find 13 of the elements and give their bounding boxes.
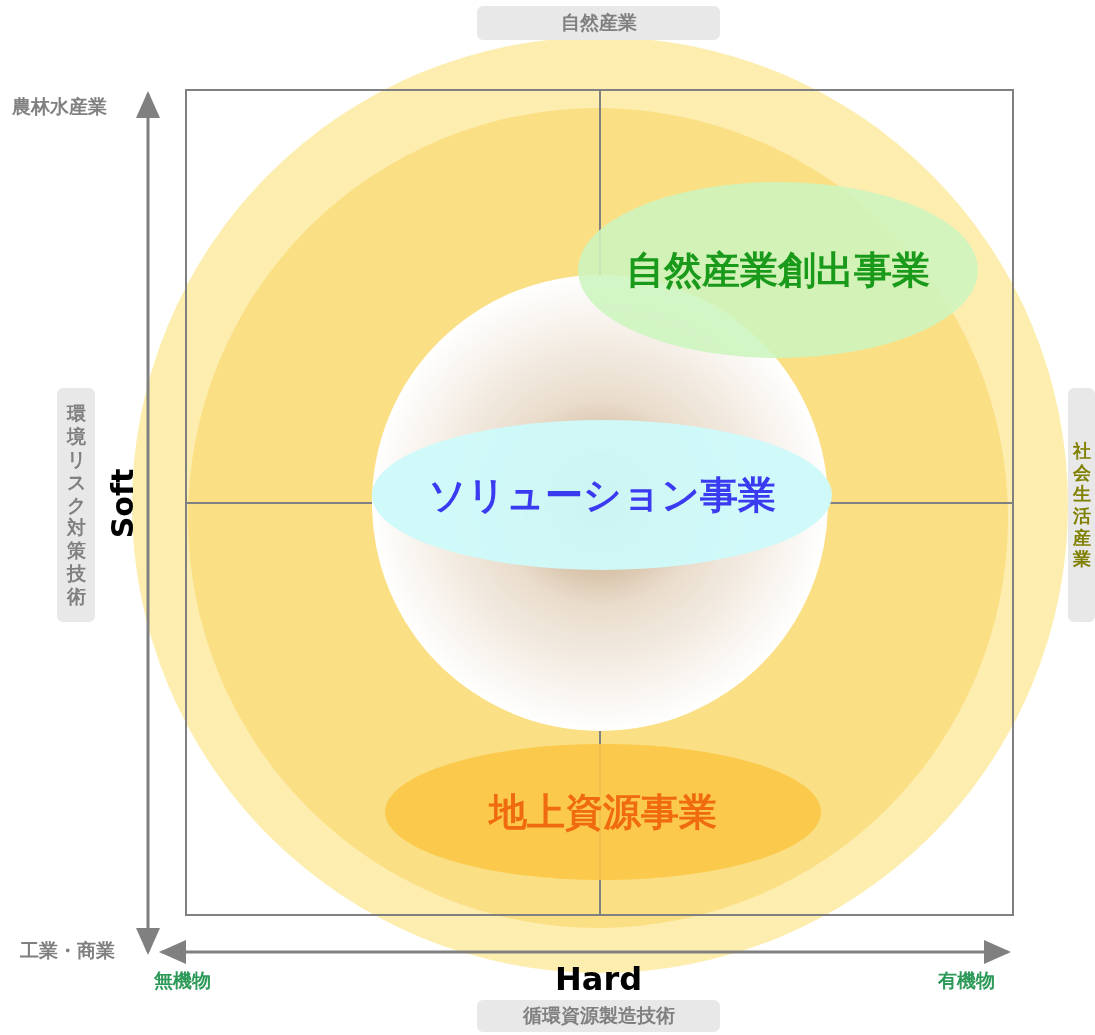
category-tag: 環境リスク対策技術 (57, 388, 95, 622)
business-label: 地上資源事業 (489, 788, 717, 836)
axis-title: Hard (555, 960, 643, 998)
business-label: 自然産業創出事業 (626, 246, 930, 294)
axis-title: Soft (105, 468, 141, 539)
axis-end-label: 無機物 (154, 968, 211, 993)
axis-end-label: 有機物 (938, 968, 995, 993)
category-tag: 循環資源製造技術 (477, 1000, 720, 1032)
business-label: ソリューション事業 (428, 471, 776, 519)
category-tag: 自然産業 (477, 6, 720, 40)
category-tag: 社会生活産業 (1068, 388, 1095, 622)
axis-end-label: 工業・商業 (20, 938, 115, 963)
axis-end-label: 農林水産業 (12, 94, 107, 119)
